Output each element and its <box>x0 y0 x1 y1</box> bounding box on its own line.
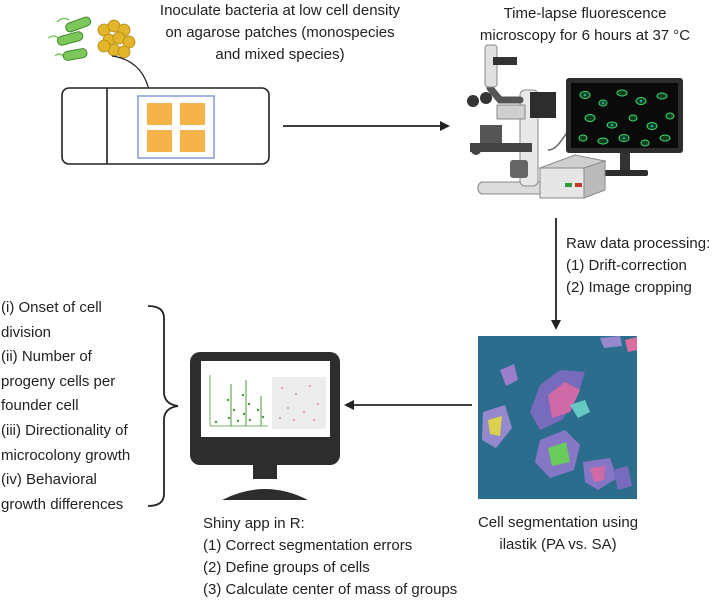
processing-line-2: (1) Drift-correction <box>566 257 687 274</box>
output-line: (iii) Directionality of <box>1 421 128 439</box>
segmentation-label: Cell segmentation using ilastik (PA vs. … <box>448 512 668 556</box>
output-line: progeny cells per <box>1 372 116 390</box>
segmentation-image <box>478 336 637 499</box>
outputs-list: (i) Onset of cell division (ii) Number o… <box>1 296 161 517</box>
timelapse-label: Time-lapse fluorescence microscopy for 6… <box>455 3 715 47</box>
shiny-line-3: (2) Define groups of cells <box>203 559 370 576</box>
output-line: division <box>1 323 52 341</box>
inoculate-line-2: on agarose patches (monospecies <box>165 24 395 41</box>
timelapse-line-2: microscopy for 6 hours at 37 °C <box>479 27 691 44</box>
shiny-app-label: Shiny app in R: (1) Correct segmentation… <box>203 513 503 601</box>
output-line: microcolony growth <box>1 446 131 464</box>
processing-line-1: Raw data processing: <box>566 235 711 252</box>
shiny-line-1: Shiny app in R: <box>203 515 305 532</box>
output-line: (ii) Number of <box>1 348 92 366</box>
inoculate-line-1: Inoculate bacteria at low cell density <box>159 2 401 19</box>
processing-line-3: (2) Image cropping <box>566 279 692 296</box>
app-plot-pink <box>272 377 326 429</box>
inoculate-line-3: and mixed species) <box>215 46 345 63</box>
microscope-icon <box>467 44 556 195</box>
output-line: founder cell <box>1 397 79 415</box>
inoculate-label: Inoculate bacteria at low cell density o… <box>130 0 430 66</box>
app-plot-green <box>209 375 268 427</box>
shiny-line-4: (3) Calculate center of mass of groups <box>203 581 458 598</box>
output-line: growth differences <box>1 495 124 513</box>
controller-box-icon <box>538 154 607 199</box>
bacteria-icon <box>47 16 157 120</box>
shiny-line-2: (1) Correct segmentation errors <box>203 537 413 554</box>
slide-icon <box>61 87 270 165</box>
output-line: (iv) Behavioral <box>1 471 97 489</box>
processing-label: Raw data processing: (1) Drift-correctio… <box>566 233 725 299</box>
segmentation-line-2: ilastik (PA vs. SA) <box>499 536 617 553</box>
segmentation-line-1: Cell segmentation using <box>477 514 639 531</box>
fluorescence-monitor-icon <box>566 78 683 176</box>
computer-monitor-icon <box>190 352 340 500</box>
output-line: (i) Onset of cell <box>1 299 102 316</box>
curly-brace <box>147 305 179 507</box>
timelapse-line-1: Time-lapse fluorescence <box>503 5 667 22</box>
